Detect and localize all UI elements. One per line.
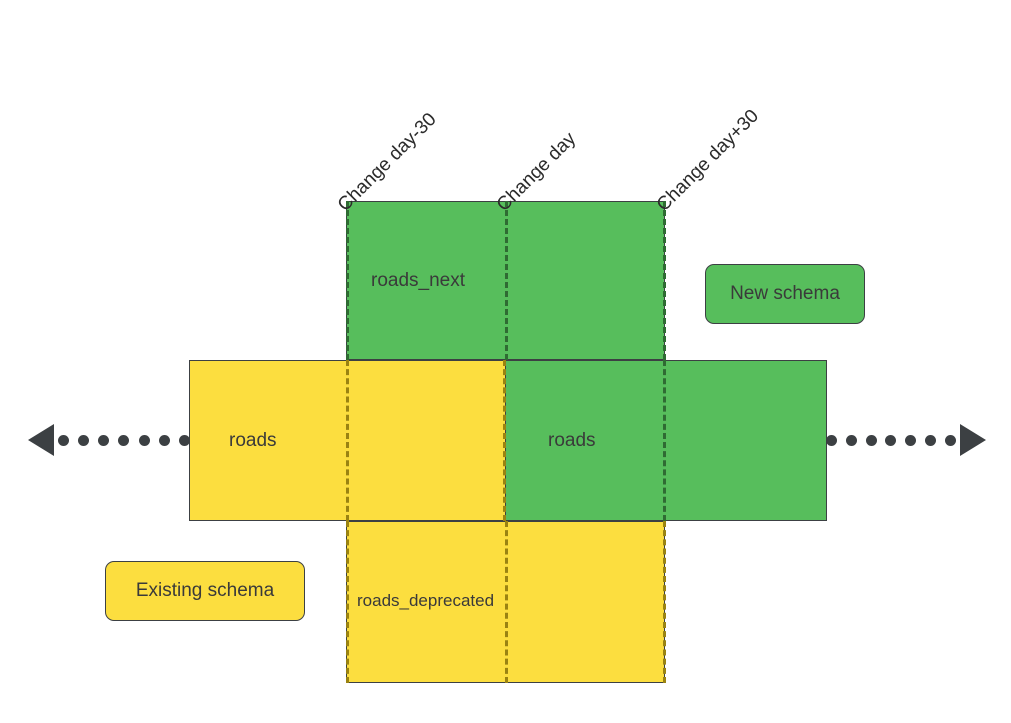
axis-dots-left xyxy=(58,434,190,446)
arrow-head-left-icon xyxy=(28,424,54,456)
timeline-marker-line-day-plus-30-top xyxy=(663,201,666,360)
block-roads-new xyxy=(505,360,827,521)
timeline-marker-line-change-day-mid xyxy=(503,360,506,521)
block-label-roads-deprecated: roads_deprecated xyxy=(357,591,495,610)
timeline-marker-line-day-minus-30-bottom xyxy=(346,521,349,683)
block-label-roads-next: roads_next xyxy=(371,270,466,291)
timeline-axis-right xyxy=(826,424,986,456)
axis-dots-right xyxy=(826,434,956,446)
legend-new-schema-label: New schema xyxy=(730,283,840,304)
block-label-roads-existing: roads xyxy=(229,430,277,451)
timeline-marker-line-day-plus-30-mid xyxy=(663,360,666,521)
legend-existing-schema: Existing schema xyxy=(105,561,305,621)
timeline-marker-line-change-day-bottom xyxy=(505,521,508,683)
timeline-axis-left xyxy=(28,424,190,456)
timeline-marker-line-day-minus-30-top xyxy=(346,201,349,360)
legend-new-schema: New schema xyxy=(705,264,865,324)
timeline-label-day-plus-30: Change day+30 xyxy=(652,105,763,216)
block-label-roads-new: roads xyxy=(548,430,596,451)
arrow-head-right-icon xyxy=(960,424,986,456)
timeline-marker-line-day-plus-30-bottom xyxy=(663,521,666,683)
timeline-label-day-minus-30: Change day-30 xyxy=(333,108,441,216)
timeline-marker-line-day-minus-30-mid xyxy=(346,360,349,521)
timeline-marker-line-change-day-top xyxy=(505,201,508,360)
legend-existing-schema-label: Existing schema xyxy=(135,580,275,601)
